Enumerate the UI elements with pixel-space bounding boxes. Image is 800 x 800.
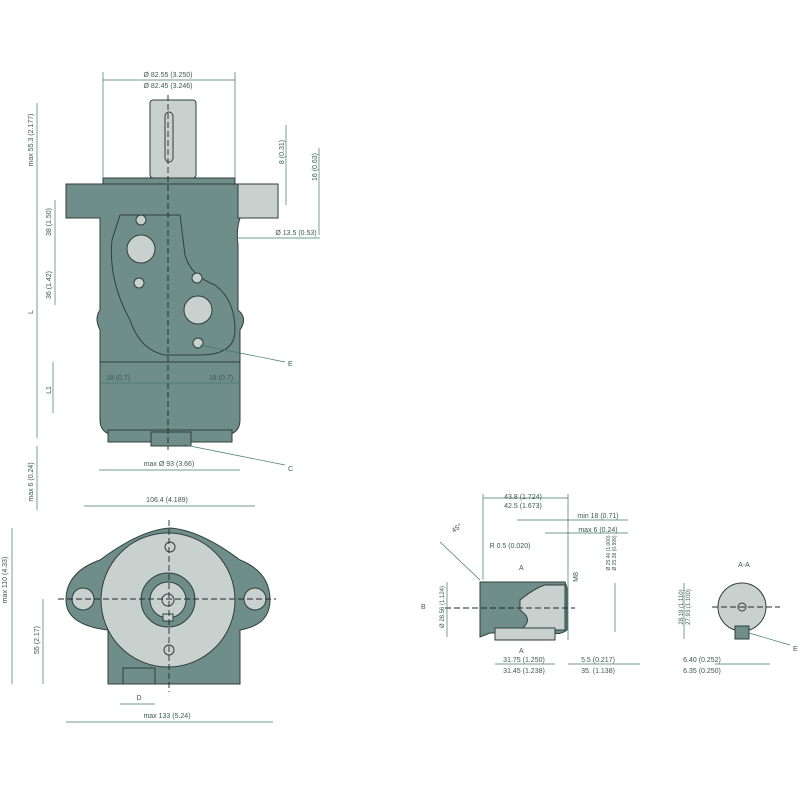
shaft-end xyxy=(149,581,187,619)
hole-diameter: Ø 13.5 (0.53) xyxy=(275,230,316,237)
offset-right: 18 (0.7) xyxy=(209,375,233,382)
flange-ear xyxy=(237,183,279,219)
length-max: 43.8 (1.724) xyxy=(504,494,542,501)
drain-port xyxy=(192,337,204,349)
shaft-dia-min: Ø 82.45 (3.246) xyxy=(143,83,192,90)
length-min: 42.5 (1.673) xyxy=(504,503,542,510)
angle-45: 45° xyxy=(450,522,463,535)
port-a xyxy=(126,234,156,264)
key-width-min: 6.35 (0.250) xyxy=(683,668,721,675)
key xyxy=(162,613,174,622)
max-6-detail: max 6 (0.24) xyxy=(578,527,617,534)
section-key xyxy=(734,625,750,640)
section-a-top: A xyxy=(519,565,524,572)
offset-5-5: 5.5 (0.217) xyxy=(581,657,615,664)
shaft-length: max 55.3 (2.177) xyxy=(28,114,35,167)
label-E-section: E xyxy=(793,646,798,653)
total-35: 35. (1.138) xyxy=(581,668,615,675)
offset-left: 18 (0.7) xyxy=(106,375,130,382)
shaft-detail: 43.8 (1.724) 42.5 (1.673) min 18 (0.71) … xyxy=(421,494,640,675)
bolt-spacing: 106.4 (4.189) xyxy=(146,497,188,504)
flange-8: 8 (0.31) xyxy=(279,140,286,164)
max-height: max 110 (4.33) xyxy=(2,557,9,604)
label-C: C xyxy=(288,466,293,473)
label-B: B xyxy=(421,604,426,611)
label-D: D xyxy=(136,695,141,702)
max-6: max 6 (0.24) xyxy=(28,462,35,501)
section-aa: A-A 28.19 (1.110) 27.93 (1.100) 6.40 (0.… xyxy=(679,562,798,675)
label-E: E xyxy=(288,361,293,368)
port-b xyxy=(183,295,213,325)
front-view: 106.4 (4.189) max 110 (4.33) 55 (2.17) D… xyxy=(2,497,276,723)
center-height: 55 (2.17) xyxy=(34,626,41,654)
key-slot xyxy=(164,111,174,163)
bolt-hole xyxy=(133,277,145,289)
pilot xyxy=(102,177,236,185)
thread: M8 xyxy=(573,572,580,582)
key-length-max: 31.75 (1.250) xyxy=(503,657,545,664)
shaft-dia-max: Ø 82.55 (3.250) xyxy=(143,72,192,79)
body-diameter: max Ø 93 (3.66) xyxy=(144,461,195,468)
height-max: 28.19 (1.110) xyxy=(679,589,685,624)
bolt-hole-top xyxy=(164,541,176,553)
radius: R 0.5 (0.020) xyxy=(490,543,531,550)
port-spacing-36: 36 (1.42) xyxy=(46,271,53,299)
shaft-cutaway xyxy=(518,584,566,631)
collar-diameter: Ø 28.56 (1.124) xyxy=(440,586,446,628)
min-18: min 18 (0.71) xyxy=(577,513,618,520)
port-boss xyxy=(122,667,156,685)
dia-max: Ø 25.40 (1.000) xyxy=(606,535,612,570)
section-a-bottom: A xyxy=(519,648,524,655)
section-title: A-A xyxy=(738,562,750,569)
side-view: Ø 82.55 (3.250) Ø 82.45 (3.246) max 55.3… xyxy=(28,72,320,510)
bolt-hole xyxy=(191,272,203,284)
max-width: max 133 (5.24) xyxy=(143,713,190,720)
key-length-min: 31.45 (1.238) xyxy=(503,668,545,675)
key-detail xyxy=(494,627,556,641)
bolt-hole xyxy=(135,214,147,226)
end-plug xyxy=(150,431,192,447)
label-L1: L1 xyxy=(46,386,53,394)
height-min: 27.93 (1.100) xyxy=(686,589,692,625)
label-L: L xyxy=(28,310,35,314)
port-spacing-38: 38 (1.50) xyxy=(46,208,53,236)
flange-16: 16 (0.63) xyxy=(312,153,319,181)
key-width-max: 6.40 (0.252) xyxy=(683,657,721,664)
dia-min: Ø 25.38 (0.999) xyxy=(612,535,618,570)
